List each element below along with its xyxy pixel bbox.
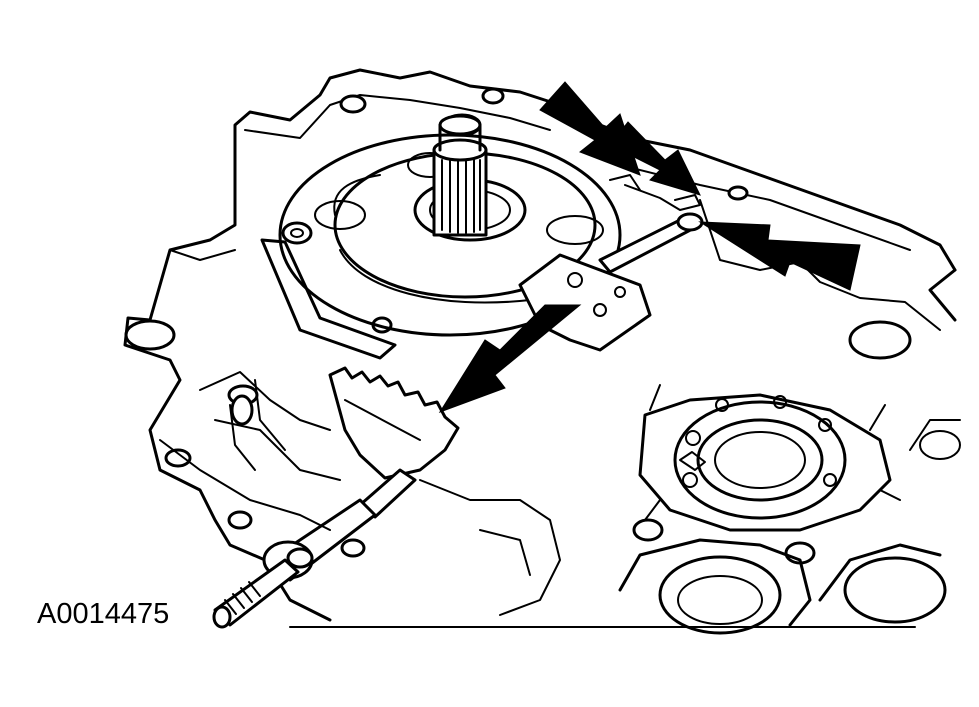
rear-housing	[638, 384, 901, 532]
arrow-pointer-lower	[438, 304, 582, 413]
detent-lever	[328, 366, 460, 480]
lower-bores	[618, 419, 961, 635]
manual-shaft	[212, 468, 417, 629]
valve-body-channels	[159, 371, 561, 616]
case-outline	[123, 68, 957, 622]
figure-id-label: A0014475	[37, 598, 170, 630]
arrow-pointer-top-middle	[609, 121, 701, 196]
input-shaft	[413, 114, 527, 242]
arrow-pointer-right	[698, 221, 861, 291]
